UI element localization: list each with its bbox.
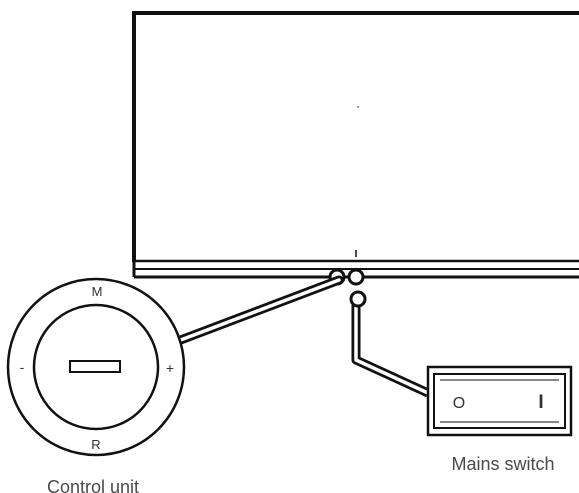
tv-centre-dot xyxy=(357,106,359,108)
mains-switch-on-symbol: I xyxy=(538,392,543,413)
tv-screen-frame xyxy=(132,11,579,262)
mains-switch: O I xyxy=(426,365,573,437)
mains-cable xyxy=(349,290,430,398)
mains-switch-caption: Mains switch xyxy=(451,454,554,474)
mains-switch-rocker[interactable] xyxy=(433,373,566,429)
control-unit-label-plus[interactable]: + xyxy=(166,360,174,376)
control-unit-centre-button[interactable] xyxy=(69,360,121,373)
mains-cable-plug xyxy=(349,290,367,308)
control-unit-label-minus[interactable]: - xyxy=(20,359,25,375)
tv-set xyxy=(132,11,579,279)
control-unit-cable xyxy=(173,275,344,346)
mains-switch-off-symbol: O xyxy=(453,395,465,412)
control-unit-label-r[interactable]: R xyxy=(91,437,100,452)
control-unit-label-m[interactable]: M xyxy=(92,284,103,299)
control-unit-caption: Control unit xyxy=(47,477,139,493)
mains-socket xyxy=(347,268,365,286)
control-unit: M R - + xyxy=(6,277,186,457)
